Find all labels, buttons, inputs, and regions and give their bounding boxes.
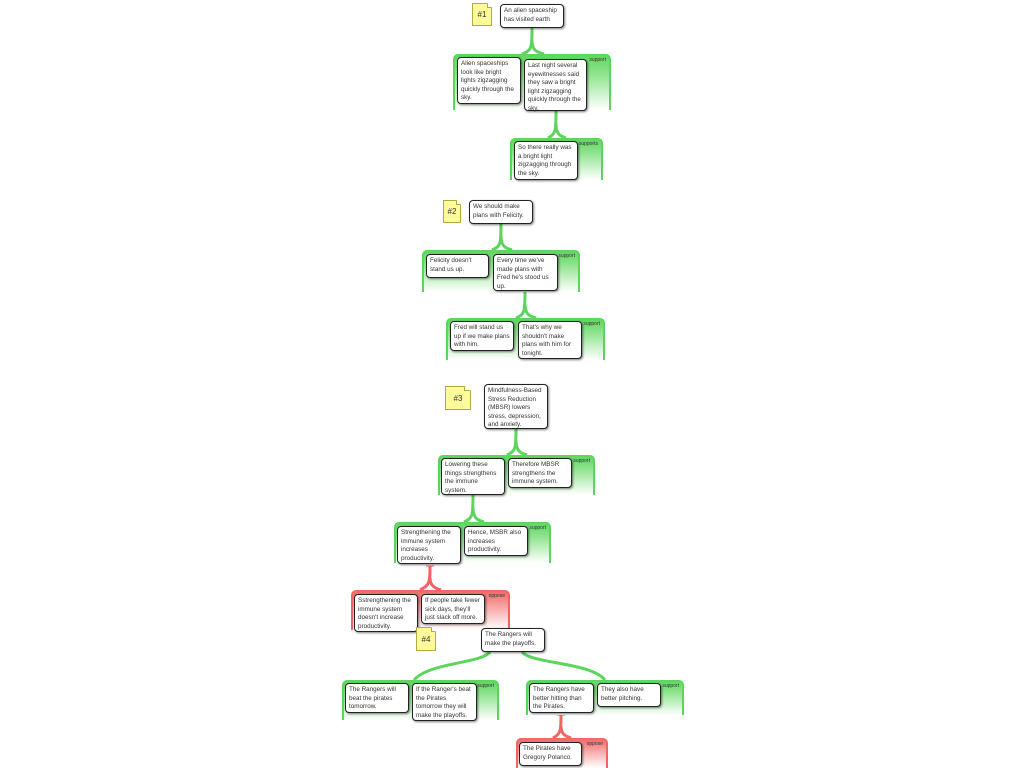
claim-box[interactable]: The Rangers will make the playoffs. — [481, 628, 545, 652]
group-label: support — [583, 321, 600, 327]
group-label: support — [477, 683, 494, 689]
reason-box[interactable]: So there really was a bright light zigza… — [514, 141, 578, 180]
connector — [491, 223, 513, 252]
map-number-note[interactable]: #2 — [443, 200, 461, 223]
connector — [547, 110, 567, 140]
oppose-connector — [552, 714, 572, 740]
reason-box[interactable]: Alien spaceships look like bright lights… — [457, 57, 521, 104]
group-label: oppose — [586, 741, 603, 747]
group-label: support — [558, 253, 575, 259]
map-number-note[interactable]: #4 — [416, 627, 436, 651]
reason-box[interactable]: If the Ranger's beat the Pirates tomorro… — [412, 683, 477, 721]
group-label: support — [589, 57, 606, 63]
reason-box[interactable]: Every time we've made plans with Fred he… — [493, 254, 558, 291]
reason-box[interactable]: Strengthening the immune system increase… — [397, 526, 461, 564]
reason-box[interactable]: The Rangers have better hitting than the… — [529, 683, 594, 713]
reason-box[interactable]: Hence, MSBR also increases productivity. — [464, 526, 528, 556]
group-label: supports — [578, 141, 598, 147]
group-label: oppose — [488, 593, 505, 599]
reason-box[interactable]: Lowering these things strengthens the im… — [441, 458, 505, 495]
objection-box[interactable]: The Pirates have Gregory Polanco. — [519, 742, 582, 766]
oppose-connector — [419, 565, 442, 592]
connector — [463, 494, 485, 524]
group-label: support — [529, 525, 546, 531]
connector — [506, 427, 528, 457]
group-label: support — [573, 458, 590, 464]
reason-box[interactable]: The Rangers will beat the pirates tomorr… — [345, 683, 409, 713]
map-number-note[interactable]: #3 — [445, 386, 471, 410]
reason-box[interactable]: They also have better pitching. — [597, 683, 661, 707]
claim-box[interactable]: An alien spaceship has visited earth — [500, 4, 564, 28]
connector — [521, 27, 545, 56]
reason-box[interactable]: Felicity doesn't stand us up. — [426, 254, 489, 278]
objection-box[interactable]: Sstrengthening the immune system doesn't… — [354, 594, 418, 632]
claim-box[interactable]: We should make plans with Felicity. — [469, 200, 533, 224]
connector — [412, 650, 607, 682]
reason-box[interactable]: That's why we shouldn't make plans with … — [518, 321, 582, 359]
reason-box[interactable]: Therefore MBSR strengthens the immune sy… — [508, 458, 572, 488]
reason-box[interactable]: Fred will stand us up if we make plans w… — [450, 321, 514, 351]
claim-box[interactable]: Mindfulness-Based Stress Reduction (MBSR… — [484, 384, 548, 429]
connector — [515, 290, 537, 320]
group-label: support — [662, 683, 679, 689]
objection-box[interactable]: If people take fewer sick days, they'll … — [421, 594, 485, 624]
map-number-note[interactable]: #1 — [472, 3, 492, 26]
reason-box[interactable]: Last night several eyewitnesses said the… — [524, 59, 587, 112]
